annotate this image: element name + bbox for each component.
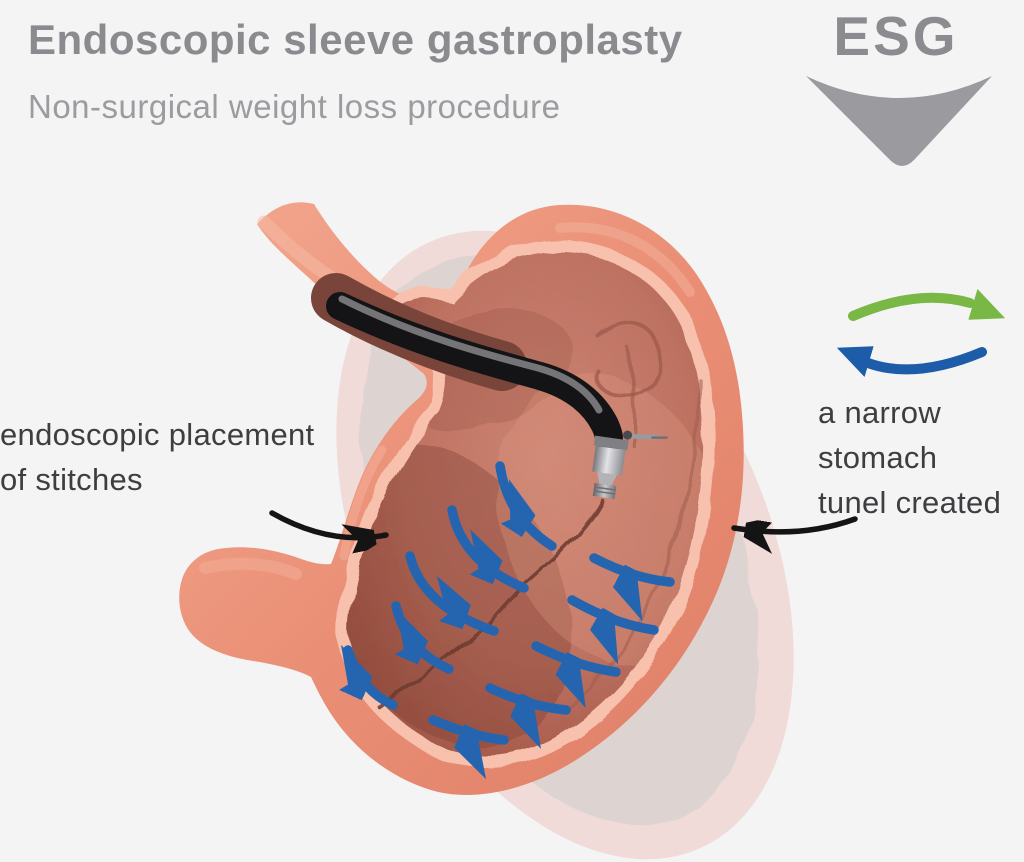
right-annotation-line2: stomach — [818, 440, 938, 475]
left-annotation-label: endoscopic placement of stitches — [0, 412, 314, 502]
endoscope-tube — [326, 292, 623, 452]
stitch-arrow — [589, 553, 675, 582]
stitch-arrow — [428, 715, 509, 740]
stitch-arrow — [485, 683, 571, 710]
device-ridges — [593, 486, 616, 495]
rotation-arrows — [836, 288, 1006, 378]
blue-rotation-arrowhead — [836, 346, 874, 378]
right-pointer-arrow — [731, 516, 858, 532]
needle-hub — [623, 430, 633, 440]
stitch-arrow — [396, 601, 454, 674]
right-annotation-line3: tunel created — [818, 485, 1002, 520]
left-annotation-line2: of stitches — [0, 462, 143, 497]
esg-badge-label: ESG — [833, 5, 959, 67]
green-rotation-arrowhead — [968, 288, 1006, 320]
stitch-arrow — [567, 595, 659, 630]
stitch-arrows — [348, 461, 675, 740]
right-annotation-line1: a narrow — [818, 395, 942, 430]
device-collar — [593, 435, 629, 451]
left-pointer-arrow — [269, 510, 389, 538]
stitch-arrow — [447, 505, 529, 593]
needle-tip — [651, 436, 668, 439]
stitch-arrow — [405, 551, 499, 636]
esg-down-arrow-icon — [806, 76, 992, 166]
device-body — [592, 445, 626, 476]
blue-rotation-arrow — [863, 347, 987, 375]
stitch-arrow — [348, 650, 398, 710]
endoscope-highlight — [338, 295, 603, 414]
device-taper — [597, 472, 617, 486]
right-annotation-label: a narrow stomach tunel created — [818, 390, 1024, 525]
page-title: Endoscopic sleeve gastroplasty — [28, 16, 683, 63]
stitch-arrow — [500, 461, 557, 551]
page-subtitle: Non-surgical weight loss procedure — [28, 88, 561, 125]
green-rotation-arrow — [848, 292, 975, 321]
left-annotation-line1: endoscopic placement — [0, 417, 315, 452]
suturing-device — [592, 430, 668, 499]
stitch-arrow — [531, 641, 621, 672]
